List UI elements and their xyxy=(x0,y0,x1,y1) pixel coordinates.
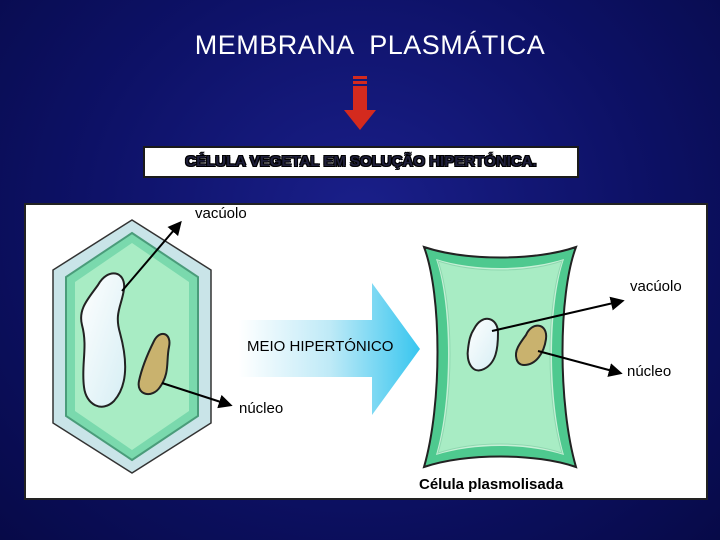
left-vacuole-pointer xyxy=(121,220,182,292)
right-nucleus xyxy=(515,324,548,367)
right-nucleus-label: núcleo xyxy=(627,363,672,380)
left-cell xyxy=(52,219,212,474)
right-vacuole-label: vacúolo xyxy=(630,278,682,295)
left-vacuole-label: vacúolo xyxy=(195,205,247,222)
down-arrow-icon xyxy=(344,76,376,130)
right-cell-membrane xyxy=(437,260,563,454)
plasmolysed-cell-caption: Célula plasmolisada xyxy=(419,476,564,493)
right-vacuole-pointer xyxy=(491,296,625,332)
subtitle-box: CÉLULA VEGETAL EM SOLUÇÃO HIPERTÓNICA. xyxy=(143,146,579,178)
hypertonic-arrow xyxy=(239,283,420,415)
diagram-panel: vacúolo vacúolo MEIO HIPERTÓNICO núcleo … xyxy=(24,203,708,500)
right-vacuole xyxy=(466,318,500,372)
left-nucleus-label: núcleo xyxy=(239,400,284,417)
arrow-label: MEIO HIPERTÓNICO xyxy=(247,338,394,355)
page-title: MEMBRANA PLASMÁTICA xyxy=(194,30,546,60)
left-nucleus xyxy=(137,332,171,396)
right-nucleus-pointer xyxy=(537,350,623,377)
subtitle: CÉLULA VEGETAL EM SOLUÇÃO HIPERTÓNICA. xyxy=(145,148,577,176)
diagram-canvas xyxy=(52,219,625,474)
left-nucleus-pointer xyxy=(161,382,233,409)
right-cell xyxy=(422,245,578,469)
